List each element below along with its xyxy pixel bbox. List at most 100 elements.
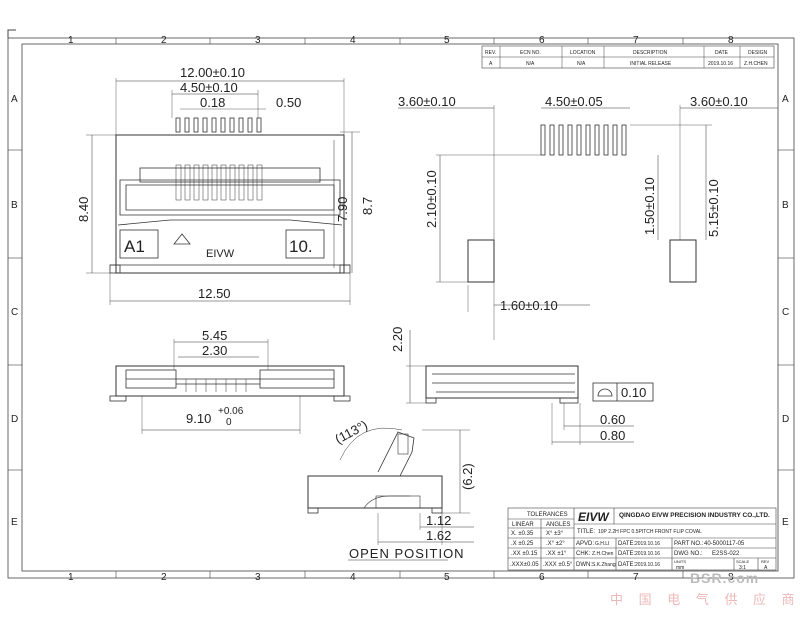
top-height-right: 8.7 [360,197,375,215]
flatness-symbol [597,388,613,397]
dwn-value: S.K.Zhang [592,562,616,568]
rev-label: REV [761,559,770,564]
rev-value: A [764,565,768,571]
chk-label: CHK: [576,551,591,557]
date-label-3: DATE: [618,562,636,568]
dwn-label: DWN: [576,562,592,568]
zone-row-c-left: C [11,307,18,318]
company-logo: EIVW [578,510,610,524]
fp-pad-width: 1.60±0.10 [500,298,558,313]
zone-col-5-bottom: 5 [444,572,450,583]
zone-col-6-bottom: 6 [539,572,545,583]
fp-left-margin: 3.60±0.10 [398,94,456,109]
top-view [86,78,360,305]
date-label-1: DATE: [618,541,636,547]
rev-header-ecn: ECN NO. [520,50,541,56]
rev-header-date: DATE [715,50,729,56]
tol-linear-2: .XX ±0.15 [511,551,538,557]
title-block [507,507,777,571]
brand-mark: EIVW [206,248,235,260]
open-d1: 1.12 [426,513,451,528]
top-view-pins [175,117,262,133]
front-tol-upper: +0.06 [218,406,244,417]
zone-col-1-bottom: 1 [68,572,74,583]
top-height-left: 8.40 [76,197,91,222]
rev-value-location: N/A [577,61,586,67]
watermark-brand: BSR.com [690,570,759,586]
footprint-view [398,105,778,340]
fp-pad-offset: 2.10±0.10 [424,170,439,228]
zone-row-d-right: D [782,414,789,425]
scale-value: 3:1 [739,565,746,571]
rev-header-location: LOCATION [570,50,596,56]
rev-value-date: 2019.10.16 [708,61,733,67]
zone-col-1-top: 1 [68,35,74,46]
zone-col-8-bottom: 8 [728,572,734,583]
watermark-sub: 中 国 电 气 供 应 商 [610,592,800,607]
tol-linear-3: .XXX±0.05 [510,562,539,568]
units-value: mm [676,565,684,571]
zone-col-4-bottom: 4 [350,572,356,583]
zone-col-4-top: 4 [350,35,356,46]
chk-value: Z.H.Chen [592,551,614,557]
side-d2: 0.80 [600,428,625,443]
date-value-3: 2019.10.16 [635,562,660,568]
dwg-value: E2SS-022 [712,551,740,557]
front-view [109,339,351,434]
zone-col-5-top: 5 [444,35,450,46]
zone-row-a-left: A [11,94,18,105]
fp-right-margin: 3.60±0.10 [690,94,748,109]
zone-ticks [8,38,794,578]
top-base-width: 12.50 [198,286,231,301]
rev-header-design: DESIGN [748,50,768,56]
tol-angle-1: .X° ±2° [546,541,565,547]
top-pitch-span: 4.50±0.10 [180,80,238,95]
date-value-2: 2019.10.16 [635,551,660,557]
rev-header-rev: REV. [485,50,496,56]
scale-label: SCALE [736,559,749,564]
pin1-label: A1 [124,237,145,256]
pin10-label: 10. [289,237,313,256]
front-tol-lower: 0 [226,417,232,428]
top-lead-width: 0.18 [200,95,225,110]
title-label: TITLE: [577,529,595,535]
tol-angle-3: .XXX ±0.5° [543,562,573,568]
inner-border [21,43,779,572]
zone-col-7-bottom: 7 [633,572,639,583]
top-overall-width: 12.00±0.10 [180,65,245,80]
zone-col-3-bottom: 3 [255,572,261,583]
open-view [307,427,474,561]
tol-linear-header: LINEAR [512,522,534,528]
date-value-1: 2019.10.16 [635,541,660,547]
open-caption: OPEN POSITION [349,546,465,561]
outer-border [7,37,795,579]
zone-row-b-right: B [782,200,789,211]
side-d1: 0.60 [600,412,625,427]
tol-angle-2: .XX ±1° [546,551,567,557]
title-value: 10P 2.2H FPC 0.5PITCH FRONT FLIP COVAL [598,529,702,535]
zone-row-e-left: E [11,517,18,528]
date-label-2: DATE: [618,551,636,557]
fp-pad-pitch-v: 1.50±0.10 [642,177,657,235]
open-d2: 1.62 [426,528,451,543]
tol-header: TOLERANCES [527,512,568,518]
footprint-pads [540,124,627,156]
top-height-mid: 7.90 [335,197,350,222]
dwg-label: DWG NO.: [674,551,703,557]
side-height: 2.20 [390,327,405,352]
zone-col-3-top: 3 [255,35,261,46]
side-flatness: 0.10 [621,385,646,400]
fp-pitch-span: 4.50±0.05 [545,94,603,109]
fp-pad-total-v: 5.15±0.10 [706,179,721,237]
company-name: QINGDAO EIVW PRECISION INDUSTRY CO.,LTD. [619,512,770,519]
side-view [406,330,654,445]
revision-table: REV. ECN NO. LOCATION DESCRIPTION DATE D… [481,45,775,69]
front-base: 9.10 [186,411,211,426]
corner-mark [7,29,16,38]
zone-col-2-bottom: 2 [161,572,167,583]
rev-value-description: INITIAL RELEASE [630,61,672,67]
tol-linear-0: X. ±0.35 [511,531,534,537]
zone-row-a-right: A [782,94,789,105]
zone-col-8-top: 8 [728,35,734,46]
